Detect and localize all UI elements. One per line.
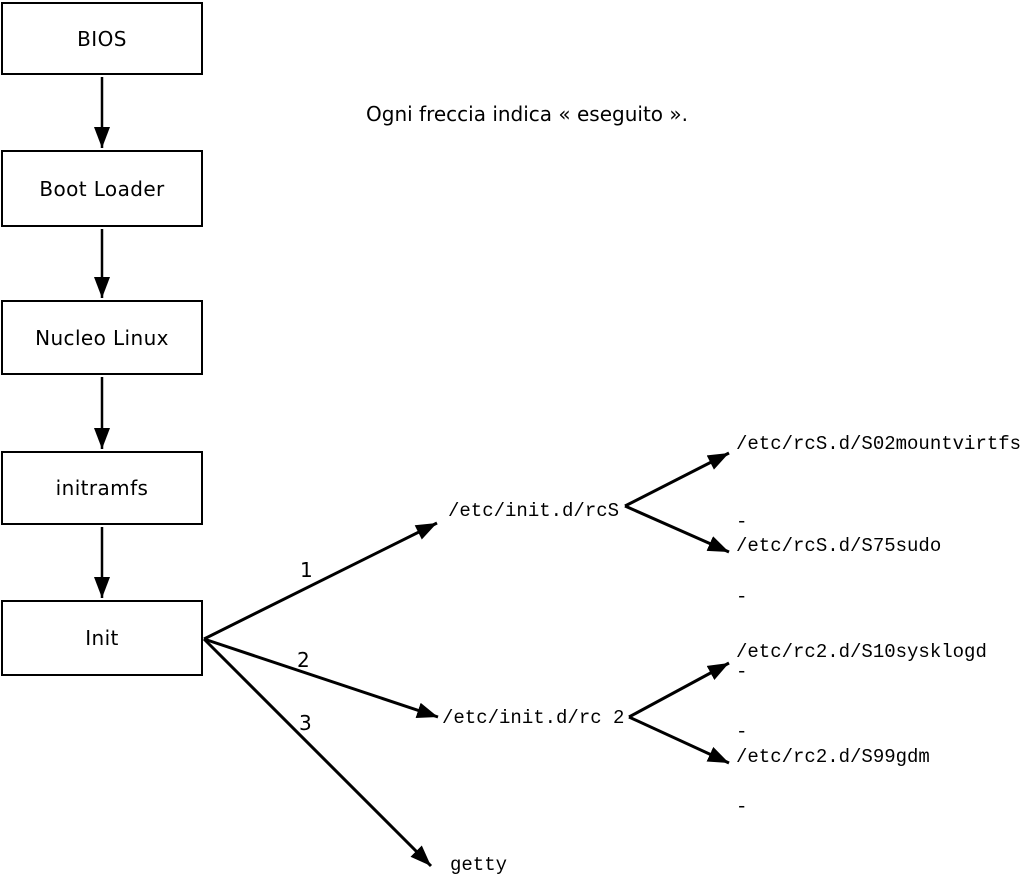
target-init-d-rcs: /etc/init.d/rcS (448, 500, 620, 522)
node-bios-label: BIOS (77, 26, 127, 51)
rcs-dash-2: - (736, 586, 748, 608)
target-init-d-rc2: /etc/init.d/rc 2 (442, 707, 625, 729)
script-rc2-first: /etc/rc2.d/S10sysklogd (736, 641, 987, 663)
node-init-label: Init (85, 626, 119, 650)
node-init: Init (1, 600, 203, 676)
arrow-init-to-rc2 (203, 637, 439, 719)
diagram-caption: Ogni freccia indica « eseguito ». (366, 102, 688, 126)
target-getty: getty (450, 854, 508, 875)
rc2-dash-3: - (736, 870, 782, 875)
rc2-dash-2: - (736, 796, 748, 818)
node-nucleo-linux-label: Nucleo Linux (35, 325, 169, 350)
node-bios: BIOS (1, 2, 203, 75)
node-initramfs: initramfs (1, 451, 203, 525)
script-rc2-last: /etc/rc2.d/S99gdm (736, 746, 930, 768)
edge-label-2: 2 (297, 648, 310, 672)
rcs-dash-3: - (736, 661, 748, 683)
arrow-rc2-to-s99 (628, 715, 730, 765)
rc2-dash-1: - (736, 721, 748, 743)
arrow-init-to-rcs (203, 521, 438, 641)
arrow-init-to-getty (202, 637, 433, 868)
arrow-rcs-to-s75 (624, 504, 730, 554)
node-initramfs-label: initramfs (55, 476, 149, 500)
rcs-dash-1: - (736, 511, 748, 533)
node-nucleo-linux: Nucleo Linux (1, 300, 203, 375)
rcs-ellipsis-dashes: - - - (736, 460, 782, 735)
script-rcs-last: /etc/rcS.d/S75sudo (736, 535, 942, 557)
edge-label-3: 3 (299, 711, 312, 735)
node-boot-loader: Boot Loader (1, 150, 203, 227)
arrow-rcs-to-s02 (624, 451, 730, 508)
arrow-rc2-to-s10 (628, 661, 730, 719)
rc2-ellipsis-dashes: - - - (736, 670, 782, 875)
node-boot-loader-label: Boot Loader (39, 176, 165, 201)
script-rcs-first: /etc/rcS.d/S02mountvirtfs (736, 433, 1022, 455)
edge-label-1: 1 (300, 558, 313, 582)
